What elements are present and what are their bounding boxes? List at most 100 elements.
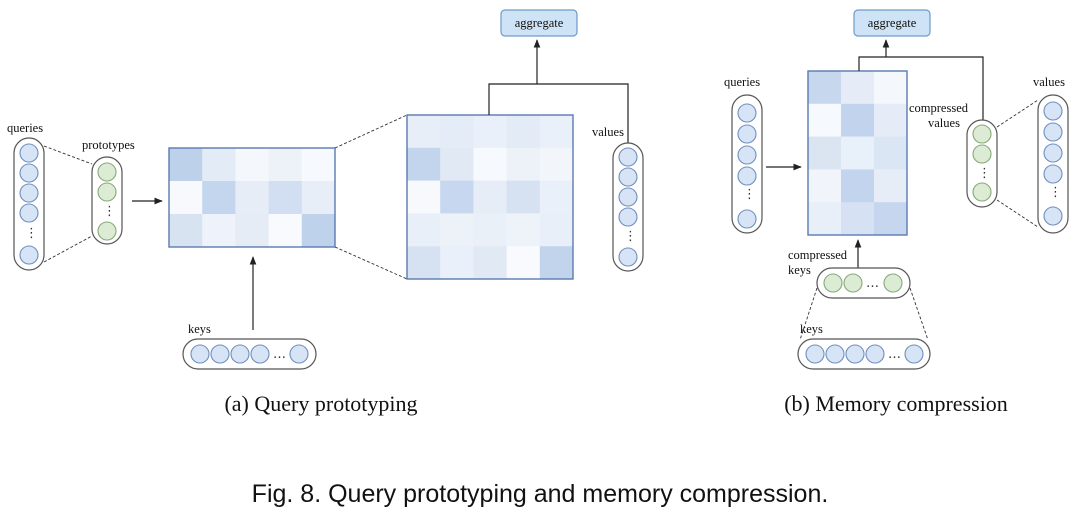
matrix-cell bbox=[268, 214, 303, 248]
query-node bbox=[19, 163, 39, 183]
matrix-cell bbox=[407, 180, 441, 214]
prototypes-label: prototypes bbox=[82, 138, 135, 152]
attention-matrix-large-frame bbox=[406, 114, 574, 280]
matrix-cell bbox=[874, 169, 908, 203]
matrix-cell bbox=[808, 169, 842, 203]
key-nodes-b: … bbox=[805, 344, 924, 364]
key-node bbox=[845, 344, 865, 364]
prototype-node bbox=[97, 182, 117, 202]
matrix-cell bbox=[506, 180, 541, 214]
aggregate-label-a: aggregate bbox=[515, 16, 564, 30]
attention-matrix-b bbox=[808, 71, 908, 236]
query-node bbox=[19, 203, 39, 223]
matrix-cell bbox=[202, 214, 236, 248]
key-node bbox=[250, 344, 270, 364]
attention-matrix-small bbox=[169, 148, 336, 248]
matrix-cell bbox=[473, 246, 507, 280]
matrix-cell bbox=[235, 214, 269, 248]
queries-label-a: queries bbox=[7, 121, 43, 135]
compressed-key-nodes: … bbox=[823, 273, 903, 293]
matrix-cell bbox=[808, 103, 842, 137]
matrix-cell bbox=[407, 246, 441, 280]
query-node bbox=[737, 124, 757, 144]
matrix-cell bbox=[440, 246, 474, 280]
aggregate-connector-a bbox=[488, 83, 629, 143]
key-node bbox=[230, 344, 250, 364]
matrix-cell bbox=[874, 136, 908, 170]
matrix-cell bbox=[235, 181, 269, 215]
matrix-cell bbox=[539, 147, 574, 181]
values-ellipsis-a: ⋮ bbox=[624, 229, 637, 244]
attention-matrix-small-frame bbox=[168, 147, 336, 248]
aggregate-box-a bbox=[500, 9, 578, 37]
value-node bbox=[618, 187, 638, 207]
key-node bbox=[865, 344, 885, 364]
compressed-keys-link-right bbox=[909, 287, 929, 341]
value-node bbox=[618, 167, 638, 187]
matrix-cell bbox=[874, 103, 908, 137]
matrix-cell bbox=[473, 115, 507, 149]
matrix-cell bbox=[440, 180, 474, 214]
matrix-cell bbox=[841, 136, 875, 170]
matrix-cell bbox=[874, 202, 908, 236]
matrix-cell bbox=[539, 213, 574, 247]
query-node bbox=[19, 143, 39, 163]
attention-matrix-b-frame bbox=[807, 70, 908, 236]
matrix-cell bbox=[808, 202, 842, 236]
attention-matrix-large bbox=[407, 115, 574, 280]
prototype-node bbox=[97, 162, 117, 182]
key-node bbox=[904, 344, 924, 364]
value-nodes-b: ⋮ bbox=[1043, 101, 1063, 226]
key-nodes-a: … bbox=[190, 344, 309, 364]
values-ellipsis-b: ⋮ bbox=[1049, 185, 1062, 200]
query-node bbox=[737, 166, 757, 186]
matrix-cell bbox=[841, 103, 875, 137]
subcaption-a: (a) Query prototyping bbox=[224, 391, 417, 416]
compressed-key-node bbox=[883, 273, 903, 293]
subcaption-b: (b) Memory compression bbox=[784, 391, 1008, 416]
compressed-key-node bbox=[823, 273, 843, 293]
compressed-values-link-bottom bbox=[996, 199, 1039, 228]
value-node bbox=[618, 247, 638, 267]
value-node bbox=[1043, 122, 1063, 142]
matrix-cell bbox=[506, 246, 541, 280]
compressed-value-node bbox=[972, 144, 992, 164]
matrix-cell bbox=[440, 115, 474, 149]
matrix-cell bbox=[808, 71, 842, 105]
matrix-cell bbox=[841, 71, 875, 105]
key-node bbox=[210, 344, 230, 364]
key-node bbox=[289, 344, 309, 364]
matrix-cell bbox=[169, 181, 203, 215]
matrix-cell bbox=[268, 181, 303, 215]
compressed-key-node bbox=[843, 273, 863, 293]
matrix-cell bbox=[202, 181, 236, 215]
aggregate-box-b bbox=[853, 9, 931, 37]
compressed-keys-label-line1: compressed bbox=[788, 248, 848, 262]
prototype-nodes: ⋮ bbox=[97, 162, 117, 241]
keys-label-a: keys bbox=[188, 322, 211, 336]
keys-ellipsis-a: … bbox=[273, 347, 286, 362]
matrix-cell bbox=[202, 148, 236, 182]
matrix-cell bbox=[169, 148, 203, 182]
values-label-b: values bbox=[1033, 75, 1065, 89]
prototypes-ellipsis: ⋮ bbox=[103, 204, 116, 219]
value-node bbox=[1043, 206, 1063, 226]
compressed-values-label-line2: values bbox=[928, 116, 960, 130]
queries-prototypes-link-top bbox=[43, 145, 93, 165]
compressed-keys-ellipsis: … bbox=[866, 276, 879, 291]
matrix-cell bbox=[808, 136, 842, 170]
query-node bbox=[19, 245, 39, 265]
compressed-values-link-top bbox=[996, 99, 1039, 128]
zoom-link-top bbox=[334, 114, 408, 149]
matrix-cell bbox=[539, 180, 574, 214]
compressed-values-ellipsis: ⋮ bbox=[978, 166, 991, 181]
value-node bbox=[618, 207, 638, 227]
matrix-cell bbox=[268, 148, 303, 182]
zoom-link-bottom bbox=[334, 246, 408, 280]
matrix-cell bbox=[473, 180, 507, 214]
panel-b: queries ⋮ aggregate compressed values bbox=[724, 9, 1069, 416]
key-node bbox=[190, 344, 210, 364]
compressed-keys-row bbox=[816, 267, 911, 299]
compressed-keys-label-line2: keys bbox=[788, 263, 811, 277]
